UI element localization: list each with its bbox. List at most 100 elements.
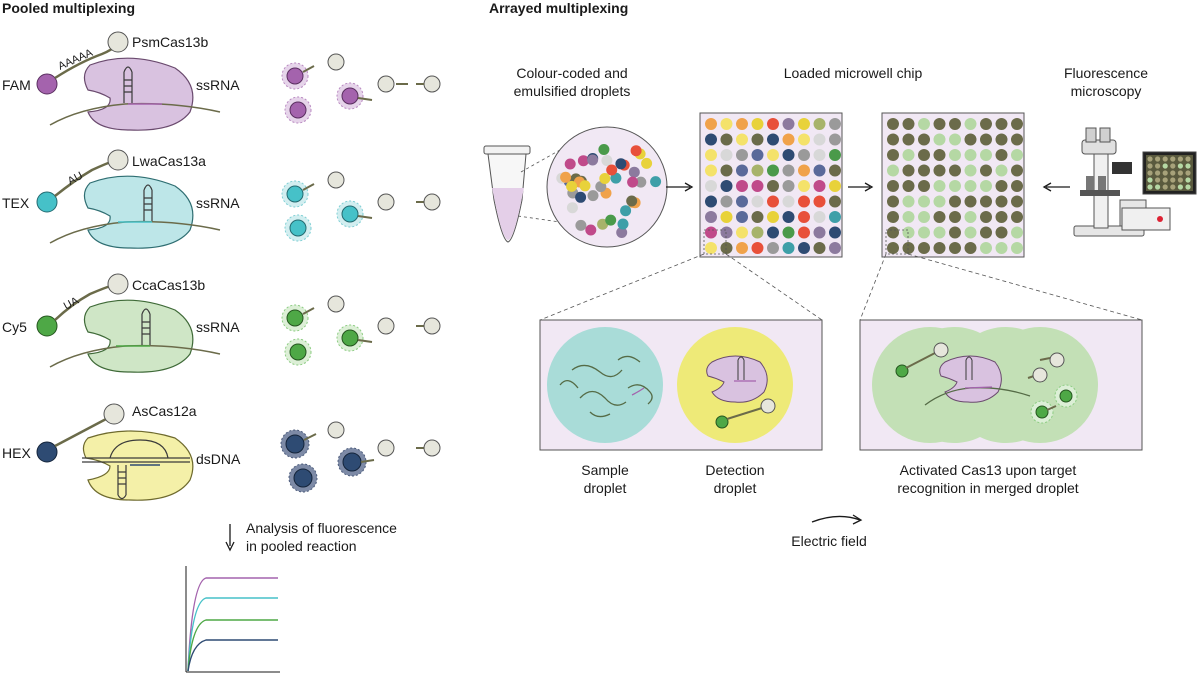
chip1-well xyxy=(813,242,826,254)
chip1-well xyxy=(705,211,717,223)
chip1-well xyxy=(720,133,733,146)
chip1-well xyxy=(782,180,795,192)
row3-crRNA-hairpin xyxy=(141,308,151,345)
row3-quencher xyxy=(107,273,129,295)
arrayed-title: Arrayed multiplexing xyxy=(489,0,628,16)
chip2-well xyxy=(902,133,915,146)
chip1-well xyxy=(767,164,779,177)
chip1-well xyxy=(767,118,779,130)
chip2-well xyxy=(933,242,946,254)
activated-dye-linker-2 xyxy=(1046,405,1057,411)
row4-enzyme-label: AsCas12a xyxy=(132,403,197,419)
analysis-label-2: in pooled reaction xyxy=(246,538,357,554)
chip2-well xyxy=(1011,133,1023,146)
chip1-well xyxy=(720,195,733,208)
row4-dye-label: HEX xyxy=(2,445,31,461)
chip1-well xyxy=(798,133,810,146)
chip2-well xyxy=(933,211,946,223)
chip1-zoom-right xyxy=(725,253,823,321)
chip1-well xyxy=(751,195,764,208)
chip1-well xyxy=(705,164,717,177)
detection-reporter-linker xyxy=(726,407,763,420)
row3-dye-circle xyxy=(36,315,58,337)
chip1-well xyxy=(813,180,826,192)
monitor-dot xyxy=(1185,163,1191,169)
activated-dye-1 xyxy=(1059,389,1073,403)
analysis-arrow-head xyxy=(225,541,235,552)
chip2-well xyxy=(918,133,930,146)
chip1-well xyxy=(767,180,779,192)
chip1-well xyxy=(720,226,733,239)
chip1-well xyxy=(798,164,810,177)
chip2-well xyxy=(980,211,992,223)
microscopy-label-1: Fluorescence xyxy=(1064,65,1148,81)
chip2-well xyxy=(980,133,992,146)
chip1-well xyxy=(798,180,810,192)
chip1-well xyxy=(751,133,764,146)
monitor-dot xyxy=(1185,170,1191,176)
fluorescence-curve-3 xyxy=(187,619,278,672)
row3-enzyme-label: CcaCas13b xyxy=(132,277,205,293)
chip2-well xyxy=(995,133,1008,146)
chip1-well xyxy=(705,242,717,254)
monitor-dot xyxy=(1177,177,1183,183)
monitor-dot xyxy=(1170,163,1176,169)
chip1-well xyxy=(767,242,779,254)
chip2-well xyxy=(964,211,977,223)
chip2-well xyxy=(995,226,1008,239)
chip2-well xyxy=(1011,118,1023,130)
merged-droplet-right xyxy=(982,327,1098,443)
chip2-well xyxy=(949,211,961,223)
chip2-well xyxy=(918,226,930,239)
chip2-well xyxy=(964,180,977,192)
monitor-dot xyxy=(1147,184,1153,190)
chip1-well xyxy=(751,164,764,177)
chip2-well xyxy=(933,149,946,161)
emulsion-droplet xyxy=(597,218,609,230)
cut-fragment-1 xyxy=(1039,357,1051,361)
cut-quencher-2 xyxy=(1032,367,1048,383)
chip1-well xyxy=(736,242,748,254)
chip1-well xyxy=(829,211,841,223)
chip1-well xyxy=(705,195,717,208)
chip2-well xyxy=(949,226,961,239)
monitor-dot xyxy=(1170,184,1176,190)
electric-field-label: Electric field xyxy=(791,533,866,549)
chip1-well xyxy=(798,149,810,161)
chip2-well xyxy=(995,180,1008,192)
chip1-well xyxy=(720,118,733,130)
emulsion-droplet xyxy=(615,158,627,170)
chip2-well xyxy=(887,133,899,146)
pooled-row-3: Cy5 UA CcaCas13b ssRNA xyxy=(2,273,441,373)
chip2-well xyxy=(949,149,961,161)
eppendorf-tube xyxy=(483,145,531,243)
pooled-row-1: FAM AAAAA PsmCas13b ssRNA xyxy=(2,31,441,131)
monitor-dot xyxy=(1177,170,1183,176)
chip2-well xyxy=(902,118,915,130)
emulsion-droplet xyxy=(575,219,587,231)
merged-reporter-quencher-1 xyxy=(933,342,949,358)
chip1-well xyxy=(751,211,764,223)
chip1-well xyxy=(798,118,810,130)
emulsion-droplet xyxy=(575,191,587,203)
monitor-dot xyxy=(1162,177,1168,183)
activated-guide xyxy=(964,386,993,389)
chip1-well xyxy=(751,180,764,192)
chip2-well xyxy=(1011,164,1023,177)
sample-droplet xyxy=(547,327,663,443)
microscopy-label-2: microscopy xyxy=(1071,83,1142,99)
monitor-dot xyxy=(1185,184,1191,190)
fluorescence-curve-4 xyxy=(187,639,278,672)
chip1-well xyxy=(767,226,779,239)
chip2-well xyxy=(980,226,992,239)
chip2-well xyxy=(995,164,1008,177)
row4-quencher xyxy=(103,403,125,425)
chip1-well xyxy=(829,180,841,192)
chip2-well xyxy=(887,226,899,239)
monitor-dot xyxy=(1185,156,1191,162)
chip1-well xyxy=(813,118,826,130)
detection-reporter-dye xyxy=(715,415,729,429)
chip1-well xyxy=(705,118,717,130)
chip1-well xyxy=(736,133,748,146)
